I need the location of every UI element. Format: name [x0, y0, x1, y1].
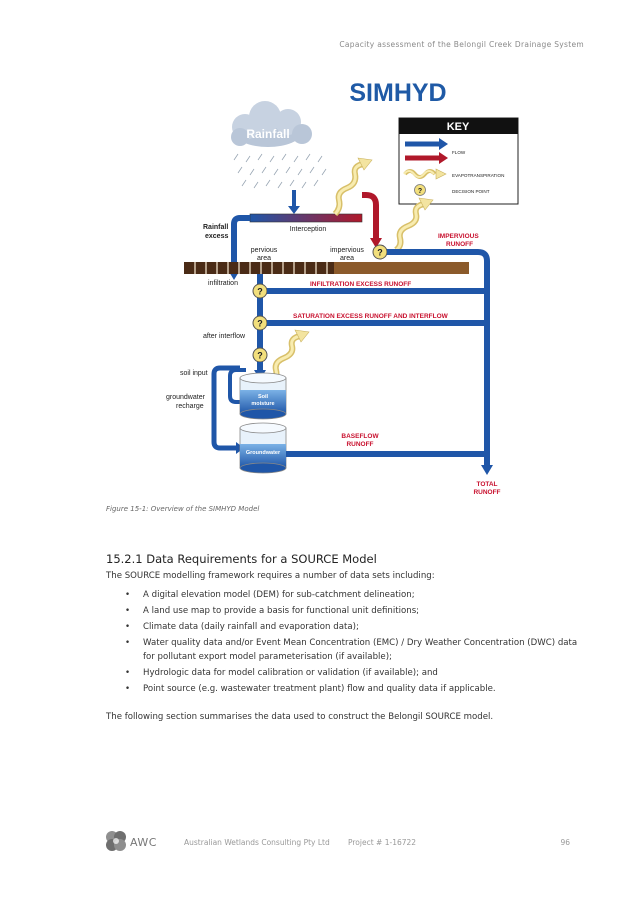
awc-logo-text: AWC	[130, 836, 157, 849]
closing-paragraph: The following section summarises the dat…	[106, 712, 494, 722]
impervious-runoff-label-1: IMPERVIOUS	[438, 233, 479, 240]
infiltration-label: infiltration	[208, 280, 238, 287]
rain-streaks	[233, 153, 327, 189]
impervious-inflow-pipe	[362, 192, 379, 240]
rainfall-excess-label-2: excess	[205, 233, 228, 240]
key-title: KEY	[447, 121, 470, 133]
soil-decision-symbol: ?	[257, 351, 263, 361]
soil-store-label-1: Soil	[258, 394, 269, 400]
list-item: Hydrologic data for model calibration or…	[106, 666, 586, 681]
interception-et-arrow	[332, 157, 373, 217]
running-header: Capacity assessment of the Belongil Cree…	[339, 40, 584, 49]
company-name: Australian Wetlands Consulting Pty Ltd	[184, 838, 330, 847]
rainfall-excess-label-1: Rainfall	[203, 224, 228, 231]
saturation-excess-label: SATURATION EXCESS RUNOFF AND INTERFLOW	[293, 313, 449, 320]
key-legend: KEY FLOW EVAPOTRANSPIRATION ? DECISION P…	[398, 117, 519, 205]
soil-store-label-2: moisture	[251, 401, 274, 407]
list-item: Climate data (daily rainfall and evapora…	[106, 620, 586, 635]
cloud-label: Rainfall	[246, 127, 289, 141]
saturation-decision-symbol: ?	[257, 319, 263, 329]
infiltration-excess-label: INFILTRATION EXCESS RUNOFF	[310, 281, 411, 288]
section-intro: The SOURCE modelling framework requires …	[106, 571, 435, 581]
list-item: Point source (e.g. wastewater treatment …	[106, 682, 586, 697]
pervious-label-1: pervious	[251, 247, 278, 254]
soil-input-label: soil input	[180, 370, 208, 377]
list-item: Water quality data and/or Event Mean Con…	[106, 636, 586, 665]
pervious-label-2: area	[257, 255, 271, 262]
groundwater-store-label: Groundwater	[246, 450, 281, 456]
interception-store: Interception	[249, 190, 363, 233]
interception-label: Interception	[290, 226, 327, 233]
page-footer: AWC Australian Wetlands Consulting Pty L…	[104, 829, 586, 857]
groundwater-store: Groundwater	[239, 422, 287, 474]
impervious-runoff-pipe	[387, 249, 490, 467]
impervious-et-arrow	[394, 197, 434, 253]
groundwater-recharge-label-1: groundwater	[166, 394, 206, 401]
impervious-decision-symbol: ?	[377, 248, 383, 258]
groundwater-recharge-pipe	[211, 365, 240, 451]
impervious-label-2: area	[340, 255, 354, 262]
list-item: A digital elevation model (DEM) for sub-…	[106, 588, 586, 603]
key-decision-label: DECISION POINT	[452, 189, 490, 194]
project-number: Project # 1-16722	[348, 838, 417, 847]
rainfall-excess-pipe	[231, 215, 250, 272]
key-flow-label: FLOW	[452, 150, 466, 155]
land-surface	[184, 262, 469, 274]
section-heading: 15.2.1 Data Requirements for a SOURCE Mo…	[106, 552, 377, 566]
groundwater-recharge-label-2: recharge	[176, 403, 204, 410]
rainfall-cloud: Rainfall	[231, 101, 312, 147]
baseflow-label-1: BASEFLOW	[341, 433, 379, 440]
total-runoff-label-1: TOTAL	[476, 481, 497, 488]
key-decision-symbol: ?	[418, 188, 422, 195]
key-evapotranspiration-label: EVAPOTRANSPIRATION	[452, 173, 504, 178]
awc-logo-icon	[106, 831, 126, 851]
data-requirements-list: A digital elevation model (DEM) for sub-…	[106, 588, 586, 698]
simhyd-diagram: SIMHYD KEY FLOW EVAPOTRANSPIRATION ? DEC…	[166, 79, 519, 496]
page-number: 96	[560, 838, 570, 847]
baseflow-label-2: RUNOFF	[346, 441, 373, 448]
soil-moisture-store: Soil moisture	[239, 372, 287, 420]
infiltration-decision-symbol: ?	[257, 287, 263, 297]
diagram-title: SIMHYD	[349, 79, 446, 107]
total-runoff-arrow	[481, 465, 493, 475]
impervious-label-1: impervious	[330, 247, 364, 254]
total-runoff-label-2: RUNOFF	[473, 489, 500, 496]
figure-caption: Figure 15-1: Overview of the SIMHYD Mode…	[106, 505, 260, 513]
after-interflow-label: after interflow	[203, 333, 246, 340]
list-item: A land use map to provide a basis for fu…	[106, 604, 586, 619]
impervious-runoff-label-2: RUNOFF	[446, 241, 473, 248]
